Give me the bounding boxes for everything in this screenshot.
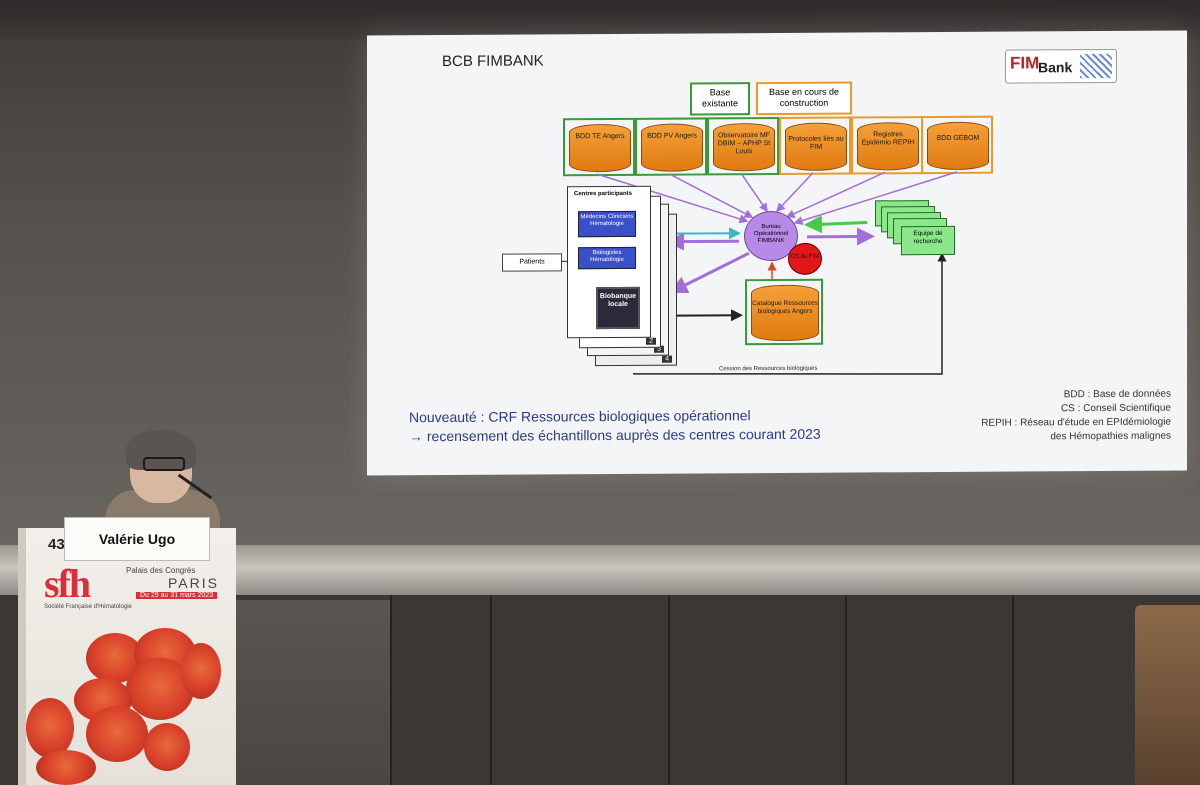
equipe-arrows bbox=[632, 215, 947, 375]
wall-panel-divider bbox=[390, 595, 392, 785]
cylinder-icon: Catalogue Ressources biologiques Angers bbox=[751, 284, 819, 342]
wall-panel-divider bbox=[1012, 595, 1014, 785]
cession-label: Cession des Ressources biologiques bbox=[719, 365, 818, 373]
catalogue-box: Catalogue Ressources biologiques Angers bbox=[745, 278, 823, 346]
biobanque-box: Biobanque locale bbox=[596, 286, 640, 330]
podium-city: PARIS bbox=[168, 575, 219, 591]
abbreviations: BDD : Base de données CS : Conseil Scien… bbox=[981, 388, 1171, 445]
podium-dates: Du 29 au 31 mars 2023 bbox=[136, 592, 218, 599]
centre-page-1: Centres participants Médecins Cliniciens… bbox=[567, 185, 651, 339]
patients-box: Patients bbox=[502, 253, 562, 272]
centre-bureau-arrows bbox=[666, 227, 777, 322]
side-wall bbox=[230, 600, 390, 785]
speaker-name-card: Valérie Ugo bbox=[64, 517, 210, 561]
catalogue-label: Catalogue Ressources biologiques Angers bbox=[752, 299, 818, 316]
biologistes-box: Biologistes Hématologie bbox=[578, 246, 636, 270]
sfh-logo: sfh bbox=[44, 561, 91, 606]
chair bbox=[1135, 605, 1200, 785]
nouveaute-line-1: Nouveauté : CRF Ressources biologiques o… bbox=[409, 407, 751, 426]
podium: 43e sfh Palais des Congrès PARIS Du 29 a… bbox=[18, 528, 236, 785]
centres-title: Centres participants bbox=[574, 190, 633, 198]
centre-number: 2 bbox=[646, 337, 656, 345]
database-arrows bbox=[596, 171, 958, 225]
red-blood-cell-icon bbox=[144, 723, 190, 771]
podium-venue: Palais des Congrès bbox=[126, 566, 196, 575]
abbr-cs: CS : Conseil Scientifique bbox=[1060, 402, 1171, 415]
diagram-arrows bbox=[561, 171, 958, 375]
wall-panel-divider bbox=[490, 595, 492, 785]
glasses-icon bbox=[143, 457, 185, 471]
abbr-bdd: BDD : Base de données bbox=[1063, 388, 1171, 401]
wall-panel-divider bbox=[845, 595, 847, 785]
abbr-repih-cont: des Hémopathies malignes bbox=[1050, 430, 1171, 443]
red-blood-cell-icon bbox=[36, 750, 96, 785]
red-blood-cell-icon bbox=[86, 706, 148, 762]
wall-panel-divider bbox=[668, 595, 670, 785]
podium-society: Société Française d'Hématologie bbox=[44, 604, 132, 610]
nouveaute-line-2: → recensement des échantillons auprès de… bbox=[409, 425, 821, 445]
red-blood-cell-icon bbox=[26, 698, 74, 758]
abbr-repih: REPIH : Réseau d'étude en EPIdémiologie bbox=[981, 416, 1171, 429]
cs-du-fim: CS du FIM bbox=[788, 242, 822, 275]
projected-slide: BCB FIMBANK FIM Bank Base existante Base… bbox=[367, 30, 1187, 476]
red-blood-cell-icon bbox=[181, 643, 221, 699]
nouveaute-text: Nouveauté : CRF Ressources biologiques o… bbox=[409, 406, 821, 447]
medecins-box: Médecins Cliniciens Hématologie bbox=[578, 210, 636, 238]
equipe-recherche: Equipe de recherche bbox=[901, 225, 955, 256]
centre-number: 4 bbox=[662, 355, 672, 363]
